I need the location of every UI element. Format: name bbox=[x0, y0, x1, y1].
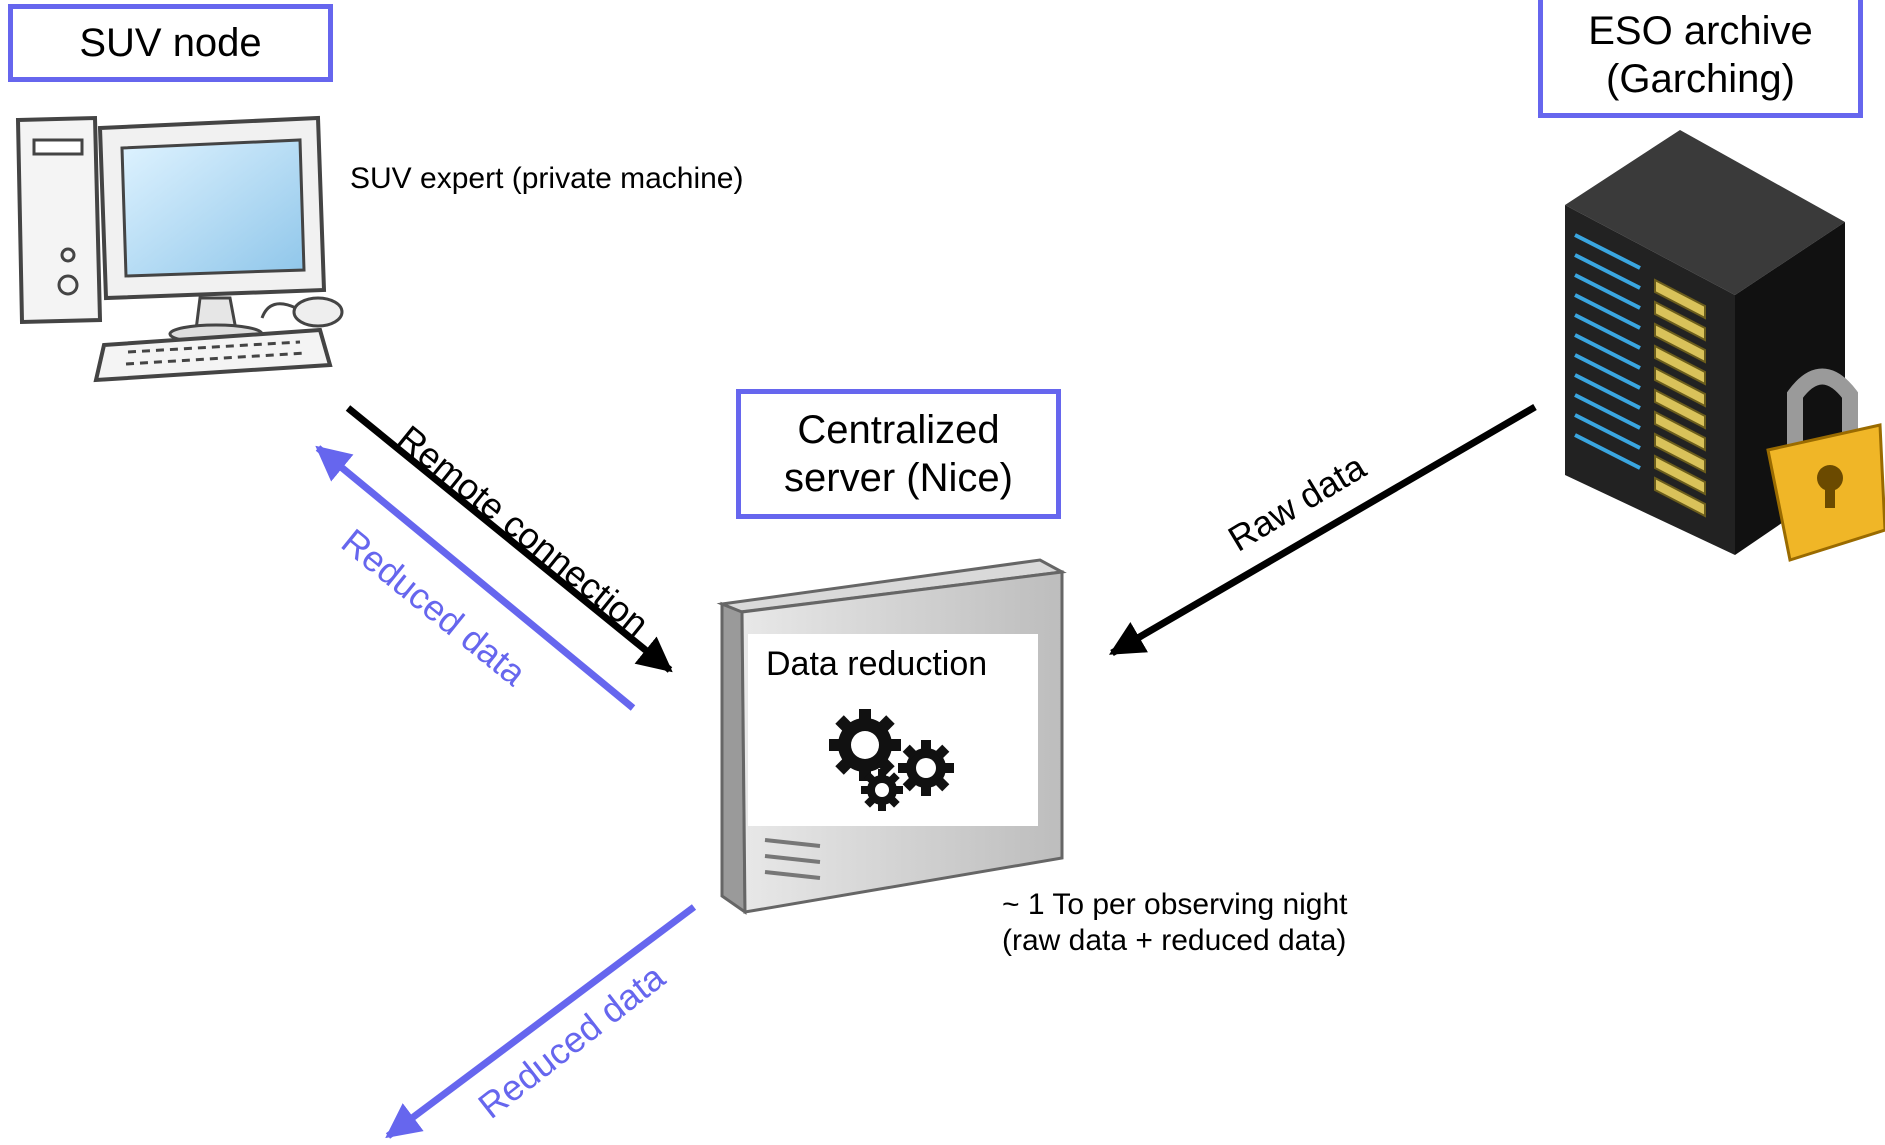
centralized-server-box: Centralized server (Nice) bbox=[736, 389, 1061, 519]
remote-connection-arrow bbox=[345, 405, 673, 673]
centralized-server-title-line2: server (Nice) bbox=[784, 456, 1013, 500]
eso-archive-title-line2: (Garching) bbox=[1606, 57, 1795, 101]
reduced-data-up-arrow bbox=[315, 445, 636, 711]
storage-note-line1: ~ 1 To per observing night bbox=[1002, 888, 1348, 921]
suv-node-box: SUV node bbox=[8, 4, 333, 82]
eso-archive-box: ESO archive (Garching) bbox=[1538, 0, 1863, 118]
server-rack-lock-icon bbox=[1565, 130, 1885, 562]
storage-note-line2: (raw data + reduced data) bbox=[1002, 924, 1347, 957]
gears-icon bbox=[829, 709, 954, 811]
suv-node-title: SUV node bbox=[79, 21, 262, 65]
eso-archive-title-line1: ESO archive bbox=[1588, 9, 1813, 53]
desktop-computer-icon bbox=[15, 115, 344, 383]
data-reduction-label: Data reduction bbox=[766, 645, 988, 683]
suv-expert-caption: SUV expert (private machine) bbox=[350, 162, 744, 195]
raw-data-arrow bbox=[1108, 403, 1537, 657]
reduced-data-down-arrow bbox=[385, 904, 697, 1139]
centralized-server-title-line1: Centralized bbox=[797, 408, 1000, 452]
